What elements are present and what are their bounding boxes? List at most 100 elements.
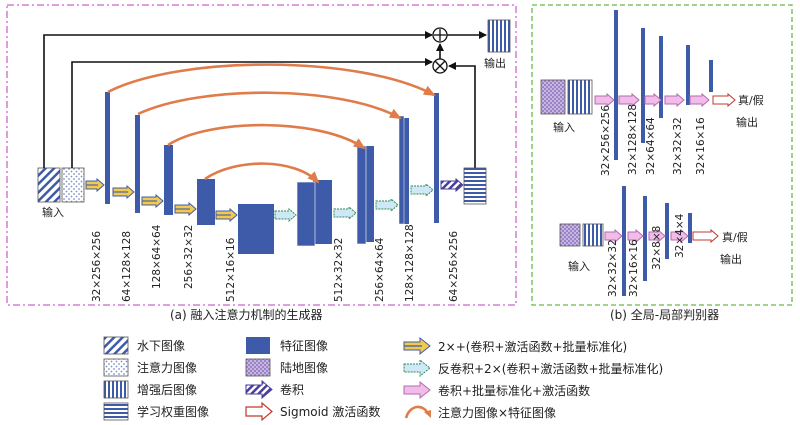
legend-conv-bn-act-arrow-icon xyxy=(403,380,431,400)
disc-local-arrow-2 xyxy=(627,228,644,244)
disc-global-dim-label-1: 32×256×256 xyxy=(600,105,612,176)
discriminator-frame xyxy=(531,4,793,306)
legend-conv-arrow-icon xyxy=(245,379,273,400)
legend-land-swatch xyxy=(245,358,271,377)
legend-attention-arc-label: 注意力图像×特征图像 xyxy=(438,405,556,420)
attention-arc-4 xyxy=(204,162,320,184)
disc-global-arrow-4 xyxy=(664,92,685,108)
feature-map-enc-4 xyxy=(197,179,215,225)
disc-global-arrow-5 xyxy=(689,92,710,108)
skip-line-to-plus xyxy=(43,31,433,168)
attention-arc-3 xyxy=(167,123,366,150)
gen-output-label: 输出 xyxy=(484,56,506,70)
legend-underwater-swatch xyxy=(103,336,129,355)
legend-attention-label: 注意力图像 xyxy=(137,360,197,375)
disc-local-result-line1: 真/假 xyxy=(722,230,748,244)
legend-underwater-label: 水下图像 xyxy=(137,339,185,353)
gen-output-enhanced-image xyxy=(487,19,511,53)
attention-arc-2 xyxy=(137,91,402,120)
feature-map-dec-3-front xyxy=(398,115,405,225)
disc-global-dim-label-3: 32×64×64 xyxy=(645,117,657,175)
gen-dim-label-7: 256×64×64 xyxy=(374,237,386,302)
legend: 水下图像 注意力图像 增强后图像 学习权重图像 特征图像 陆地图像 卷积 Sig… xyxy=(103,336,663,422)
gen-dim-label-6: 512×32×32 xyxy=(333,238,345,302)
disc-local-dim-label-2: 32×16×16 xyxy=(628,239,640,297)
discriminator-caption: (b) 全局-局部判别器 xyxy=(610,307,719,322)
disc-local-feature-map-1 xyxy=(622,186,626,296)
legend-enhanced-swatch xyxy=(103,380,129,399)
feature-map-dec-2-back xyxy=(365,146,374,242)
legend-feature-swatch xyxy=(246,337,270,354)
legend-deconv-block-label: 反卷积+2×(卷积+激活函数+批量标准化) xyxy=(438,361,663,376)
legend-land-label: 陆地图像 xyxy=(280,360,328,375)
feature-map-dec-1-front xyxy=(296,181,316,247)
disc-global-feature-map-1 xyxy=(614,10,618,160)
disc-local-dim-label-1: 32×32×32 xyxy=(607,239,619,297)
disc-local-feature-map-3 xyxy=(665,203,669,259)
legend-conv-label: 卷积 xyxy=(280,382,304,397)
disc-local-arrow-1 xyxy=(604,228,623,244)
disc-global-input-enhanced-image xyxy=(567,79,593,115)
gen-block-arrow-9 xyxy=(410,182,434,198)
disc-global-arrow-1 xyxy=(594,92,615,108)
legend-deconv-block-arrow-icon xyxy=(403,358,431,378)
times-b xyxy=(434,60,446,72)
feature-map-dec-3-back xyxy=(404,118,409,224)
gen-dim-label-4: 256×32×32 xyxy=(183,225,195,289)
feature-map-dec-1-back xyxy=(313,180,332,244)
disc-local-arrow-3 xyxy=(648,228,666,244)
disc-global-feature-map-3 xyxy=(659,36,663,118)
gen-block-arrow-6 xyxy=(274,207,297,223)
legend-feature-label: 特征图像 xyxy=(280,338,328,353)
disc-local-sigmoid-arrow xyxy=(692,228,719,244)
legend-weight-swatch xyxy=(103,402,129,421)
gen-block-arrow-10 xyxy=(440,177,464,193)
disc-global-input-land-image xyxy=(540,79,566,115)
gen-dim-label-5: 512×16×16 xyxy=(225,237,237,302)
disc-global-feature-map-4 xyxy=(686,45,690,105)
legend-enhanced-label: 增强后图像 xyxy=(137,383,197,397)
disc-global-arrow-3 xyxy=(644,92,662,108)
disc-global-result-line2: 输出 xyxy=(736,115,758,129)
disc-global-dim-label-5: 32×16×16 xyxy=(695,117,707,175)
legend-sigmoid-arrow-icon xyxy=(245,401,273,422)
disc-local-input-enhanced-image xyxy=(582,223,604,247)
disc-global-arrow-2 xyxy=(618,92,640,108)
weight-to-times-line xyxy=(448,62,476,168)
feature-map-enc-3 xyxy=(164,145,173,215)
gen-dim-label-3: 128×64×64 xyxy=(151,224,163,289)
legend-conv-bn-act-label: 卷积+批量标准化+激活函数 xyxy=(438,383,590,398)
feature-map-bottleneck xyxy=(238,204,274,254)
legend-conv-block-arrow-icon xyxy=(403,336,431,356)
disc-global-dim-label-2: 32×128×128 xyxy=(627,104,639,175)
generator-caption: (a) 融入注意力机制的生成器 xyxy=(170,307,323,322)
gen-input-attention-image xyxy=(61,167,85,203)
disc-local-feature-map-2 xyxy=(643,196,647,281)
legend-weight-label: 学习权重图像 xyxy=(137,404,209,419)
disc-local-feature-map-4 xyxy=(688,213,692,243)
legend-sigmoid-label: Sigmoid 激活函数 xyxy=(280,404,380,419)
feature-map-enc-2 xyxy=(135,115,140,213)
disc-local-input-land-image xyxy=(559,223,581,247)
disc-local-arrow-4 xyxy=(670,228,689,244)
gen-block-arrow-8 xyxy=(375,197,399,213)
gen-block-arrow-7 xyxy=(333,205,357,221)
disc-global-dim-label-4: 32×32×32 xyxy=(672,117,684,175)
disc-global-feature-map-2 xyxy=(641,28,645,143)
legend-conv-block-label: 2×+(卷积+激活函数+批量标准化) xyxy=(438,339,627,354)
gen-weight-image xyxy=(463,167,487,205)
legend-attention-swatch xyxy=(103,358,129,377)
feature-map-dec-2-front xyxy=(356,145,367,245)
gen-dim-label-1: 32×256×256 xyxy=(91,231,103,302)
feature-map-dec-4 xyxy=(434,93,439,223)
disc-local-result-line2: 输出 xyxy=(720,252,742,266)
disc-global-sigmoid-arrow xyxy=(712,92,736,108)
disc-local-dim-label-3: 32×8×8 xyxy=(651,226,663,270)
legend-attention-arc-icon xyxy=(404,405,431,419)
skip-line-to-times xyxy=(71,58,433,168)
gen-input-underwater-image xyxy=(37,167,61,203)
gen-dim-label-9: 64×256×256 xyxy=(448,231,460,302)
gen-input-label: 输入 xyxy=(42,205,64,219)
gen-dim-label-8: 128×128×128 xyxy=(404,224,416,302)
